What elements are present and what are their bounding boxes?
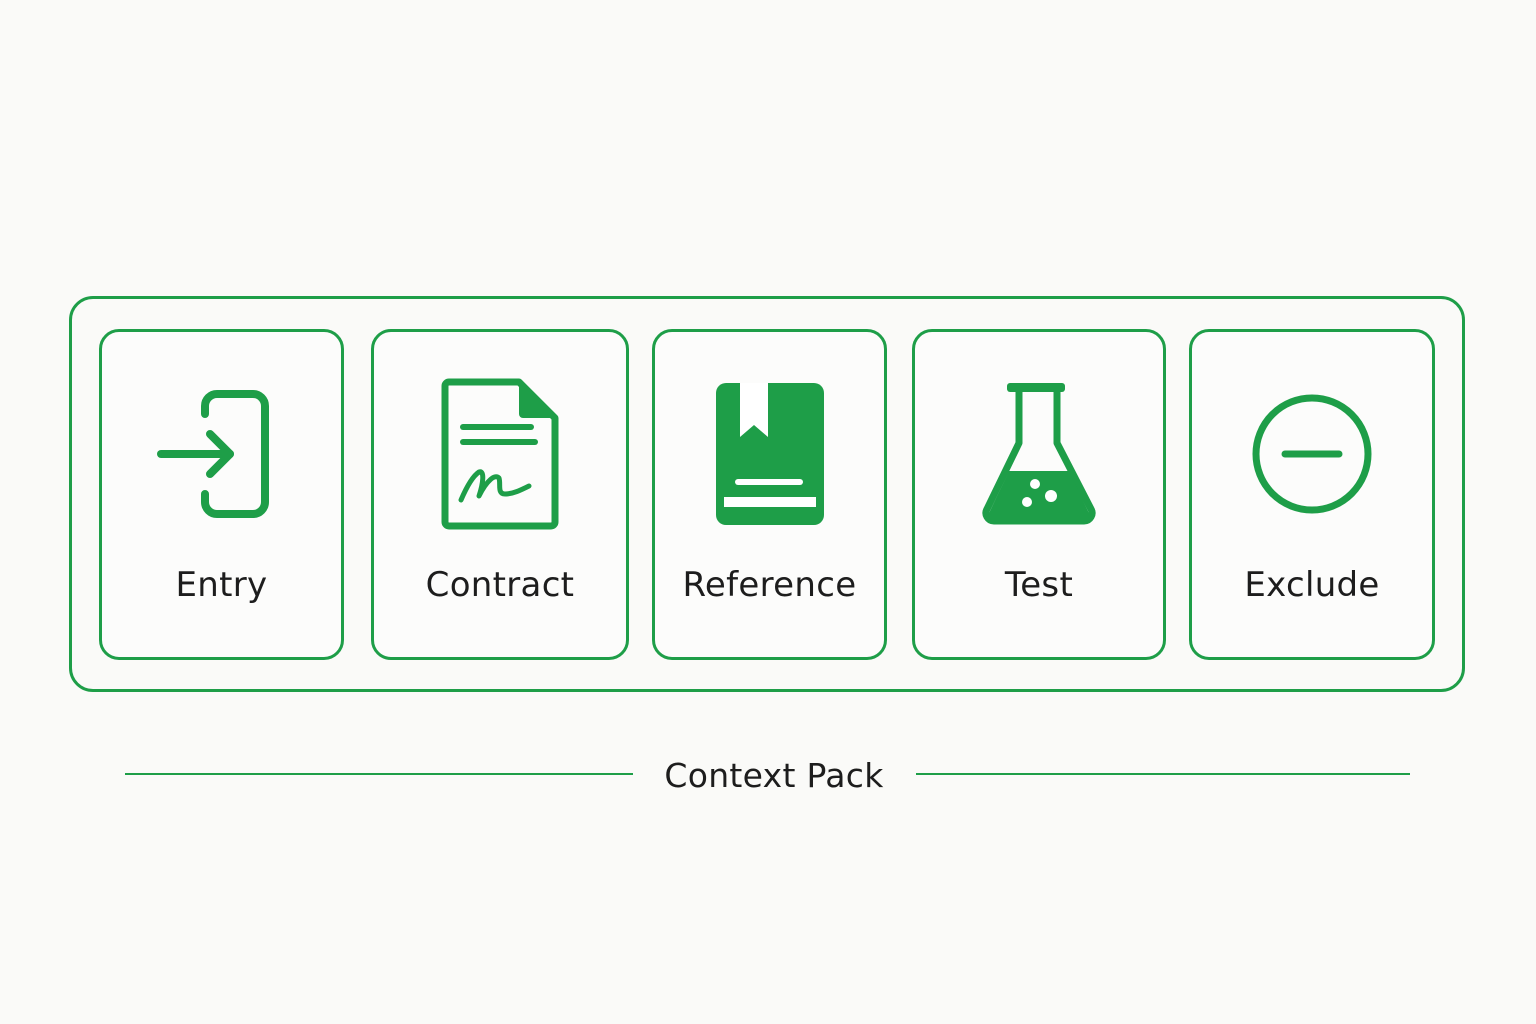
diagram-caption: Context Pack [664, 756, 884, 795]
card-label: Exclude [1244, 565, 1380, 605]
caption-rule-left [125, 773, 633, 775]
caption-rule-right [916, 773, 1410, 775]
card-contract[interactable]: Contract [371, 329, 629, 660]
entry-icon [102, 376, 341, 532]
card-entry[interactable]: Entry [99, 329, 344, 660]
reference-icon [655, 376, 884, 532]
card-label: Entry [175, 565, 268, 605]
exclude-icon [1192, 376, 1432, 532]
card-reference[interactable]: Reference [652, 329, 887, 660]
card-label: Contract [425, 565, 575, 605]
contract-icon [374, 376, 626, 532]
test-flask-icon [915, 376, 1163, 532]
card-label: Test [1004, 565, 1074, 605]
card-test[interactable]: Test [912, 329, 1166, 660]
card-label: Reference [682, 565, 857, 605]
card-exclude[interactable]: Exclude [1189, 329, 1435, 660]
context-pack-container [69, 296, 1465, 692]
